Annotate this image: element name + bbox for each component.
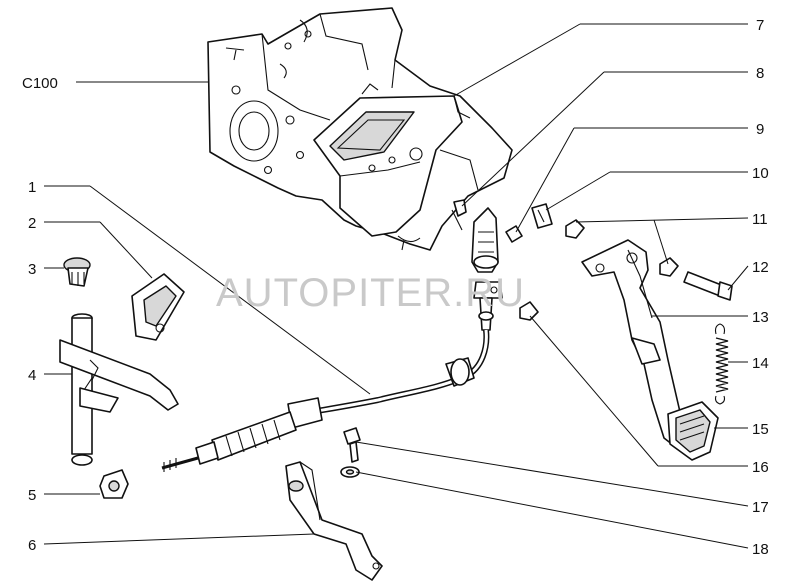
callout-c100: C100 bbox=[22, 75, 58, 92]
pad-part-2 bbox=[131, 273, 185, 341]
pivot-bolt-part-12 bbox=[683, 271, 733, 301]
callout-6: 6 bbox=[28, 537, 36, 554]
callout-13: 13 bbox=[752, 309, 769, 326]
callout-2: 2 bbox=[28, 215, 36, 232]
leader-lines bbox=[43, 23, 749, 549]
callout-5: 5 bbox=[28, 487, 36, 504]
clip-part-8 bbox=[453, 199, 467, 217]
support-bracket bbox=[285, 461, 383, 581]
callout-1: 1 bbox=[28, 179, 36, 196]
bushing-part-5 bbox=[99, 469, 129, 499]
nut-part-11-a bbox=[565, 219, 585, 239]
plug-part-3 bbox=[63, 257, 91, 287]
clutch-cable bbox=[161, 329, 490, 472]
nut-part-11-b bbox=[659, 257, 679, 277]
bolt-part-17 bbox=[343, 427, 361, 463]
pedal-pad-part-15 bbox=[667, 401, 719, 461]
callout-9: 9 bbox=[756, 121, 764, 138]
callout-16: 16 bbox=[752, 459, 769, 476]
callout-8: 8 bbox=[756, 65, 764, 82]
callout-12: 12 bbox=[752, 259, 769, 276]
callout-4: 4 bbox=[28, 367, 36, 384]
callout-11: 11 bbox=[752, 211, 768, 228]
cable-upper-end bbox=[471, 207, 503, 331]
watermark-text: AUTOPITER.RU bbox=[216, 271, 525, 315]
pedal-bracket bbox=[313, 83, 471, 237]
callout-15: 15 bbox=[752, 421, 769, 438]
callout-17: 17 bbox=[752, 499, 769, 516]
callout-18: 18 bbox=[752, 541, 769, 558]
return-spring-part-14 bbox=[714, 323, 729, 405]
nut-part-9 bbox=[505, 225, 523, 243]
callout-3: 3 bbox=[28, 261, 36, 278]
nut-part-16 bbox=[519, 301, 539, 321]
clutch-fork bbox=[59, 313, 179, 466]
washer-part-18 bbox=[340, 466, 360, 478]
callout-7: 7 bbox=[756, 17, 764, 34]
callout-labels: C100 1 2 3 4 5 6 7 8 9 10 11 12 13 14 15… bbox=[22, 17, 769, 558]
callout-14: 14 bbox=[752, 355, 769, 372]
callout-10: 10 bbox=[752, 165, 769, 182]
clip-part-10 bbox=[531, 203, 553, 229]
